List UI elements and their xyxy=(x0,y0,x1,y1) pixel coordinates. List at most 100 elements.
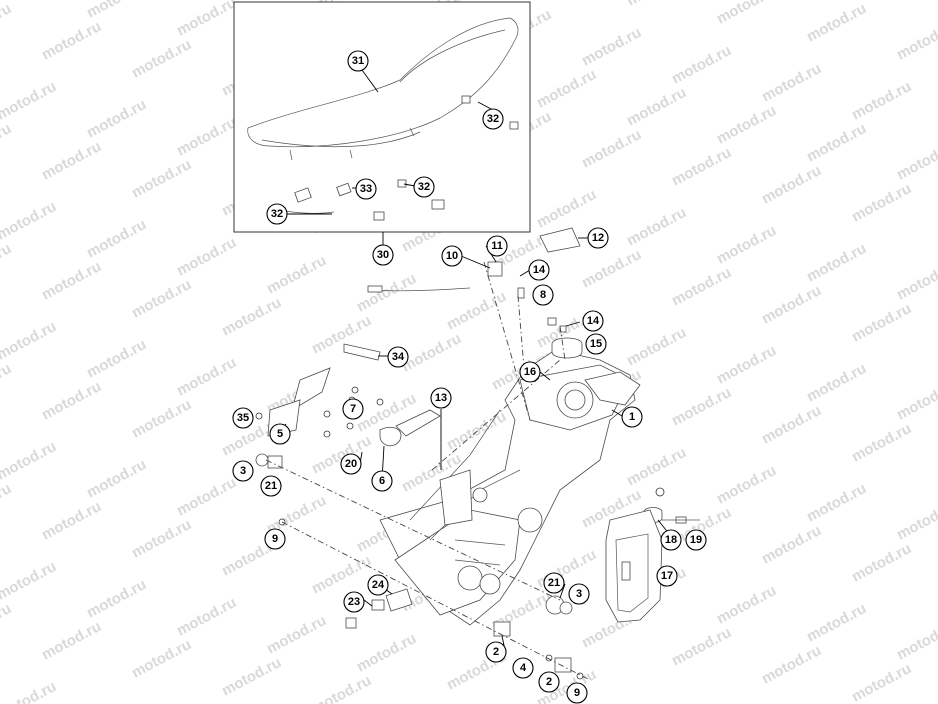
watermark-text: motod.ru xyxy=(759,402,824,448)
watermark-text: motod.ru xyxy=(39,618,104,664)
callout-19-label: 19 xyxy=(690,534,702,546)
watermark-text: motod.ru xyxy=(624,84,689,130)
callout-3-b[interactable]: 3 xyxy=(568,583,590,605)
callout-2-a-label: 2 xyxy=(493,646,499,658)
callout-10[interactable]: 10 xyxy=(441,245,463,267)
watermark-text: motod.ru xyxy=(849,660,914,704)
watermark-text: motod.ru xyxy=(759,60,824,106)
watermark-text: motod.ru xyxy=(894,138,938,184)
watermark-text: motod.ru xyxy=(219,654,284,700)
callout-32-c-label: 32 xyxy=(271,208,283,220)
callout-24-label: 24 xyxy=(372,579,385,591)
callout-9-a[interactable]: 9 xyxy=(264,528,286,550)
callout-1-label: 1 xyxy=(629,411,635,423)
callout-7[interactable]: 7 xyxy=(342,398,364,420)
callout-33[interactable]: 33 xyxy=(355,178,377,200)
callout-21-a-label: 21 xyxy=(265,480,277,492)
watermark-text: motod.ru xyxy=(309,672,374,704)
callout-12[interactable]: 12 xyxy=(587,227,609,249)
callout-8-label: 8 xyxy=(540,289,546,301)
callout-30[interactable]: 30 xyxy=(372,244,394,266)
watermark-text: motod.ru xyxy=(0,438,59,484)
watermark-text: motod.ru xyxy=(579,246,644,292)
callout-14-a-label: 14 xyxy=(533,264,546,276)
watermark-text: motod.ru xyxy=(669,264,734,310)
callout-6-label: 6 xyxy=(379,475,385,487)
watermark-text: motod.ru xyxy=(804,480,869,526)
callout-8[interactable]: 8 xyxy=(532,284,554,306)
callout-13[interactable]: 13 xyxy=(430,387,452,409)
callout-1[interactable]: 1 xyxy=(621,406,643,428)
watermark-text: motod.ru xyxy=(0,78,59,124)
watermark-text: motod.ru xyxy=(129,36,194,82)
watermark-text: motod.ru xyxy=(174,114,239,160)
callout-6[interactable]: 6 xyxy=(371,470,393,492)
callout-18[interactable]: 18 xyxy=(660,529,682,551)
callout-3-a-label: 3 xyxy=(240,465,246,477)
callout-5-label: 5 xyxy=(277,428,283,440)
watermark-text: motod.ru xyxy=(714,462,779,508)
watermark-text: motod.ru xyxy=(849,300,914,346)
watermark-text: motod.ru xyxy=(84,576,149,622)
callout-16[interactable]: 16 xyxy=(519,361,541,383)
watermark-text: motod.ru xyxy=(849,540,914,586)
callout-35-label: 35 xyxy=(237,412,249,424)
watermark-text: motod.ru xyxy=(0,558,59,604)
callout-3-b-label: 3 xyxy=(576,588,582,600)
callout-17[interactable]: 17 xyxy=(656,565,678,587)
callout-10-label: 10 xyxy=(446,250,458,262)
watermark-text: motod.ru xyxy=(579,24,644,70)
callout-33-label: 33 xyxy=(360,183,372,195)
watermark-text: motod.ru xyxy=(0,0,59,4)
callout-23[interactable]: 23 xyxy=(343,591,365,613)
callout-21-a[interactable]: 21 xyxy=(260,475,282,497)
watermark-text: motod.ru xyxy=(444,408,509,454)
callout-4[interactable]: 4 xyxy=(512,657,534,679)
watermark-text: motod.ru xyxy=(624,324,689,370)
callout-7-label: 7 xyxy=(350,403,356,415)
callout-14-a[interactable]: 14 xyxy=(528,259,550,281)
callout-11[interactable]: 11 xyxy=(486,235,508,257)
callout-21-b-label: 21 xyxy=(548,577,560,589)
callout-32-b[interactable]: 32 xyxy=(413,176,435,198)
watermark-text: motod.ru xyxy=(0,240,14,286)
watermark-text: motod.ru xyxy=(804,0,869,46)
callout-34-label: 34 xyxy=(392,351,405,363)
callout-32-c[interactable]: 32 xyxy=(266,203,288,225)
callout-14-b[interactable]: 14 xyxy=(582,310,604,332)
frame-body xyxy=(379,349,641,626)
callout-9-b[interactable]: 9 xyxy=(566,682,588,704)
watermark-text: motod.ru xyxy=(669,384,734,430)
watermark-text: motod.ru xyxy=(0,480,14,526)
watermark-text: motod.ru xyxy=(0,198,59,244)
watermark-text: motod.ru xyxy=(669,144,734,190)
callout-5[interactable]: 5 xyxy=(269,423,291,445)
callout-2-b[interactable]: 2 xyxy=(538,671,560,693)
watermark-text: motod.ru xyxy=(129,636,194,682)
watermark-text: motod.ru xyxy=(624,0,689,10)
watermark-text: motod.ru xyxy=(84,216,149,262)
callout-3-a[interactable]: 3 xyxy=(232,460,254,482)
callout-2-a[interactable]: 2 xyxy=(485,641,507,663)
callout-15[interactable]: 15 xyxy=(585,333,607,355)
watermark-text: motod.ru xyxy=(714,0,779,28)
watermark-text: motod.ru xyxy=(0,0,14,46)
watermark-text: motod.ru xyxy=(129,276,194,322)
watermark-text: motod.ru xyxy=(579,126,644,172)
watermark-text: motod.ru xyxy=(84,336,149,382)
callout-24[interactable]: 24 xyxy=(367,574,389,596)
watermark-text: motod.ru xyxy=(0,360,14,406)
watermark-text: motod.ru xyxy=(849,420,914,466)
callout-20[interactable]: 20 xyxy=(340,453,362,475)
callout-31[interactable]: 31 xyxy=(347,50,369,72)
callout-35[interactable]: 35 xyxy=(232,407,254,429)
callout-32-a[interactable]: 32 xyxy=(482,108,504,130)
callout-21-b[interactable]: 21 xyxy=(543,572,565,594)
callout-19[interactable]: 19 xyxy=(685,529,707,551)
watermark-text: motod.ru xyxy=(804,600,869,646)
callout-34[interactable]: 34 xyxy=(387,346,409,368)
callout-2-b-label: 2 xyxy=(546,676,552,688)
watermark-text: motod.ru xyxy=(39,378,104,424)
callout-31-label: 31 xyxy=(352,55,364,67)
